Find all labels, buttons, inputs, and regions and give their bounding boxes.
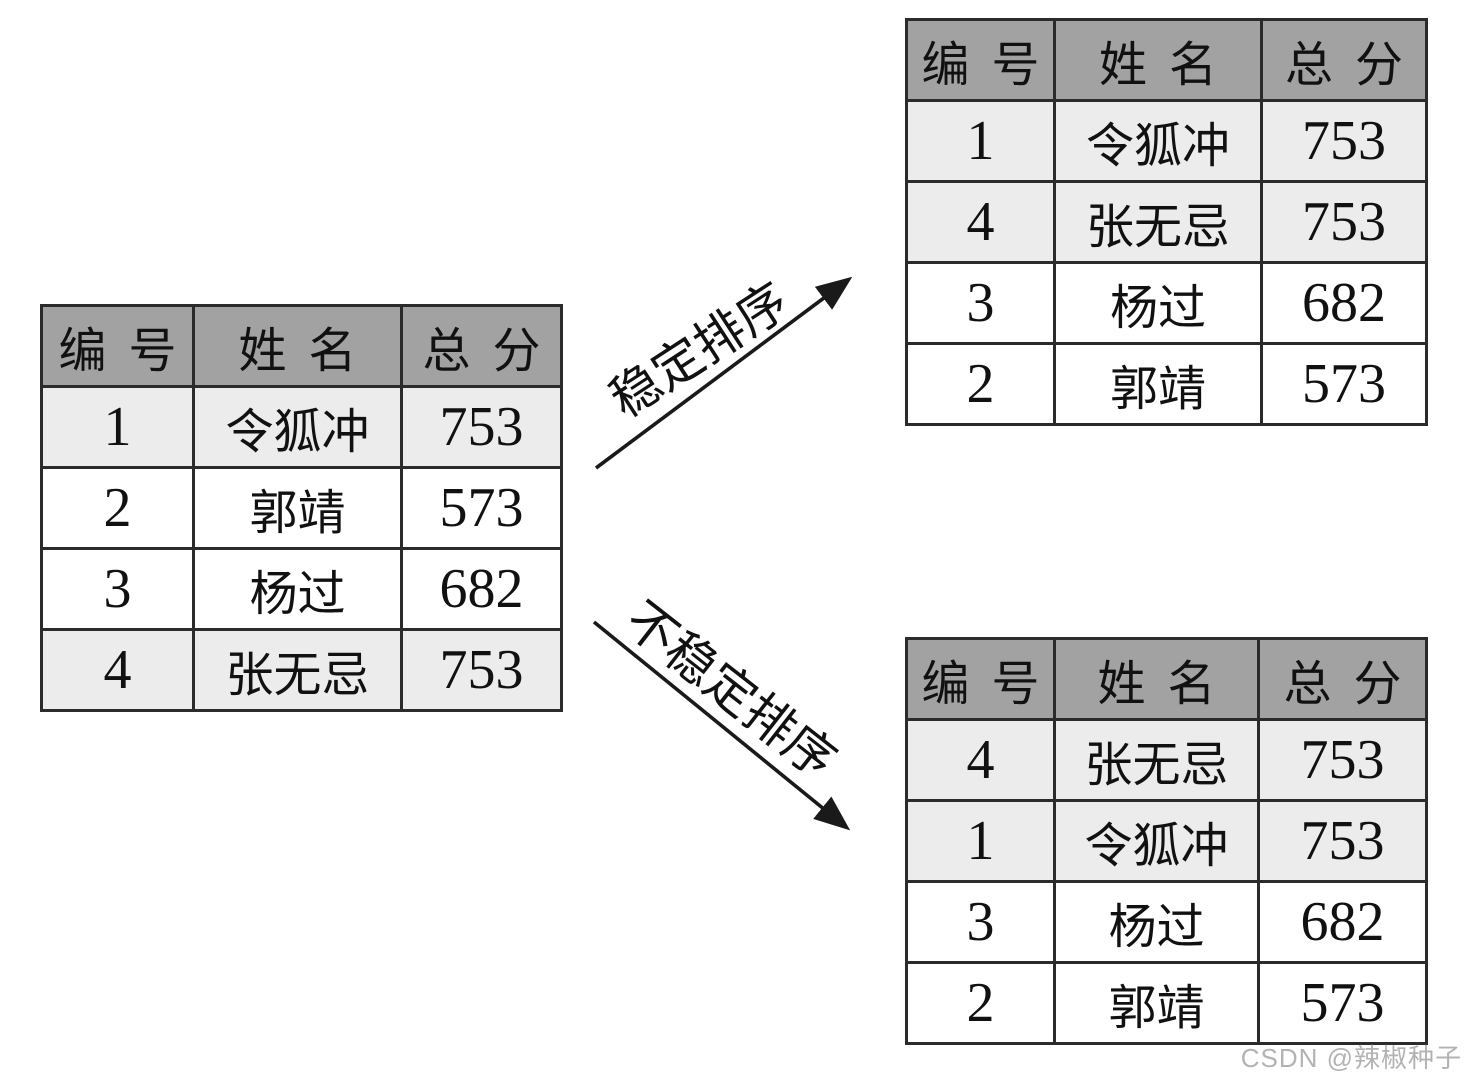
table-row: 4 张无忌 753	[40, 628, 563, 712]
cell-id: 1	[905, 99, 1056, 183]
cell-id: 4	[905, 718, 1056, 802]
original-table-grid: 编 号 姓 名 总 分 1 令狐冲 753 2 郭靖 573 3 杨过 682	[40, 304, 563, 712]
unstable-sort-table: 编 号 姓 名 总 分 4 张无忌 753 1 令狐冲 753 3 杨过 682	[905, 637, 1428, 1045]
table-row: 3 杨过 682	[905, 880, 1428, 964]
cell-score: 753	[1260, 99, 1428, 183]
table-row: 1 令狐冲 753	[905, 99, 1428, 183]
cell-id: 3	[905, 880, 1056, 964]
table-row: 3 杨过 682	[40, 547, 563, 631]
cell-id: 2	[905, 342, 1056, 426]
cell-name: 郭靖	[192, 466, 403, 550]
watermark: CSDN @辣椒种子	[1240, 1043, 1462, 1073]
table-row: 4 张无忌 753	[905, 718, 1428, 802]
cell-score: 682	[1257, 880, 1428, 964]
cell-score: 682	[1260, 261, 1428, 345]
cell-score: 573	[400, 466, 563, 550]
table-row: 3 杨过 682	[905, 261, 1428, 345]
stable-sort-table: 编 号 姓 名 总 分 1 令狐冲 753 4 张无忌 753 3 杨过 682	[905, 18, 1428, 426]
cell-id: 4	[40, 628, 195, 712]
table-row: 2 郭靖 573	[905, 961, 1428, 1045]
column-header-score: 总 分	[400, 304, 563, 388]
column-header-name: 姓 名	[192, 304, 403, 388]
cell-id: 3	[40, 547, 195, 631]
column-header-score: 总 分	[1260, 18, 1428, 102]
cell-score: 753	[1257, 799, 1428, 883]
table-row: 2 郭靖 573	[40, 466, 563, 550]
column-header-id: 编 号	[905, 637, 1056, 721]
cell-id: 3	[905, 261, 1056, 345]
cell-id: 1	[40, 385, 195, 469]
stable-sort-label: 稳定排序	[600, 272, 799, 429]
table-row: 4 张无忌 753	[905, 180, 1428, 264]
cell-name: 张无忌	[1053, 180, 1263, 264]
cell-score: 753	[400, 628, 563, 712]
table-row: 1 令狐冲 753	[40, 385, 563, 469]
cell-id: 4	[905, 180, 1056, 264]
cell-score: 753	[400, 385, 563, 469]
cell-score: 753	[1257, 718, 1428, 802]
column-header-score: 总 分	[1257, 637, 1428, 721]
cell-name: 令狐冲	[192, 385, 403, 469]
cell-name: 郭靖	[1053, 961, 1260, 1045]
table-header-row: 编 号 姓 名 总 分	[40, 304, 563, 388]
table-row: 2 郭靖 573	[905, 342, 1428, 426]
cell-name: 令狐冲	[1053, 799, 1260, 883]
cell-score: 573	[1257, 961, 1428, 1045]
table-row: 1 令狐冲 753	[905, 799, 1428, 883]
cell-id: 2	[905, 961, 1056, 1045]
cell-name: 令狐冲	[1053, 99, 1263, 183]
cell-name: 杨过	[1053, 261, 1263, 345]
cell-name: 郭靖	[1053, 342, 1263, 426]
cell-id: 1	[905, 799, 1056, 883]
cell-name: 杨过	[1053, 880, 1260, 964]
table-header-row: 编 号 姓 名 总 分	[905, 637, 1428, 721]
column-header-name: 姓 名	[1053, 637, 1260, 721]
stable-sort-table-grid: 编 号 姓 名 总 分 1 令狐冲 753 4 张无忌 753 3 杨过 682	[905, 18, 1428, 426]
unstable-sort-label: 不稳定排序	[614, 591, 847, 790]
cell-score: 682	[400, 547, 563, 631]
original-table: 编 号 姓 名 总 分 1 令狐冲 753 2 郭靖 573 3 杨过 682	[40, 304, 563, 712]
cell-name: 杨过	[192, 547, 403, 631]
cell-name: 张无忌	[1053, 718, 1260, 802]
column-header-id: 编 号	[40, 304, 195, 388]
cell-name: 张无忌	[192, 628, 403, 712]
cell-id: 2	[40, 466, 195, 550]
column-header-id: 编 号	[905, 18, 1056, 102]
unstable-sort-table-grid: 编 号 姓 名 总 分 4 张无忌 753 1 令狐冲 753 3 杨过 682	[905, 637, 1428, 1045]
table-header-row: 编 号 姓 名 总 分	[905, 18, 1428, 102]
cell-score: 573	[1260, 342, 1428, 426]
column-header-name: 姓 名	[1053, 18, 1263, 102]
cell-score: 753	[1260, 180, 1428, 264]
